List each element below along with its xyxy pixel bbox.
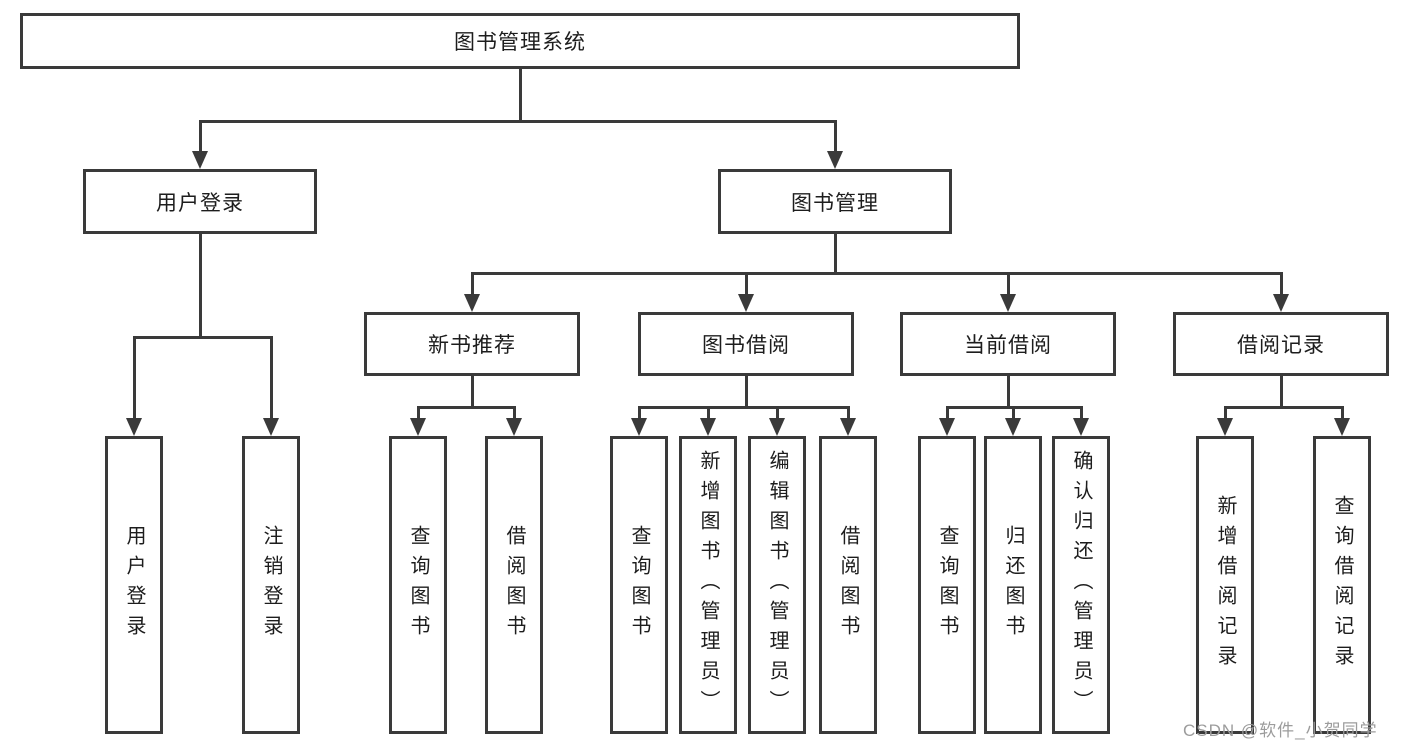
arrow-down-icon — [1073, 418, 1089, 436]
node-label: 确认归还（管理员） — [1070, 450, 1092, 720]
node-book-management: 图书管理 — [718, 169, 952, 234]
arrow-down-icon — [840, 418, 856, 436]
arrow-down-icon — [263, 418, 279, 436]
connector-line — [198, 120, 202, 153]
node-book-borrowing: 图书借阅 — [638, 312, 854, 376]
node-label: 编辑图书（管理员） — [766, 450, 788, 720]
leaf-query-books-current: 查询图书 — [918, 436, 976, 734]
connector-line — [518, 69, 522, 122]
leaf-query-books-recommend: 查询图书 — [389, 436, 447, 734]
leaf-logout: 注销登录 — [242, 436, 300, 734]
leaf-query-borrow-record: 查询借阅记录 — [1313, 436, 1371, 734]
node-user-login: 用户登录 — [83, 169, 317, 234]
connector-line — [470, 272, 474, 296]
arrow-down-icon — [1273, 294, 1289, 312]
arrow-down-icon — [464, 294, 480, 312]
connector-line — [637, 406, 641, 420]
arrow-down-icon — [1005, 418, 1021, 436]
connector-line — [744, 272, 748, 296]
node-label: 图书借阅 — [702, 334, 790, 357]
node-label: 借阅图书 — [503, 525, 525, 645]
leaf-borrow-books: 借阅图书 — [819, 436, 877, 734]
leaf-borrow-books-recommend: 借阅图书 — [485, 436, 543, 734]
connector-line — [637, 406, 850, 409]
node-label: 新增图书（管理员） — [697, 450, 719, 720]
node-label: 查询借阅记录 — [1331, 495, 1353, 675]
connector-line — [1279, 272, 1283, 296]
connector-line — [833, 120, 837, 153]
node-label: 用户登录 — [123, 525, 145, 645]
connector-line — [945, 406, 949, 420]
node-label: 新增借阅记录 — [1214, 495, 1236, 675]
leaf-confirm-return-admin: 确认归还（管理员） — [1052, 436, 1110, 734]
connector-line — [833, 234, 837, 274]
arrow-down-icon — [1000, 294, 1016, 312]
arrow-down-icon — [700, 418, 716, 436]
arrow-down-icon — [631, 418, 647, 436]
arrow-down-icon — [738, 294, 754, 312]
connector-line — [1223, 406, 1344, 409]
csdn-watermark: CSDN @软件_小贺同学 — [1183, 721, 1378, 740]
arrow-down-icon — [827, 151, 843, 169]
connector-line — [470, 376, 474, 408]
arrow-down-icon — [769, 418, 785, 436]
leaf-return-books: 归还图书 — [984, 436, 1042, 734]
connector-line — [132, 336, 136, 420]
node-label: 查询图书 — [628, 525, 650, 645]
node-new-book-recommendation: 新书推荐 — [364, 312, 580, 376]
node-library-system: 图书管理系统 — [20, 13, 1020, 69]
node-label: 图书管理系统 — [454, 31, 586, 54]
connector-line — [416, 406, 420, 420]
node-label: 注销登录 — [260, 525, 282, 645]
node-label: 当前借阅 — [964, 334, 1052, 357]
node-current-borrowing: 当前借阅 — [900, 312, 1116, 376]
arrow-down-icon — [1217, 418, 1233, 436]
connector-line — [132, 336, 273, 339]
leaf-add-books-admin: 新增图书（管理员） — [679, 436, 737, 734]
connector-line — [744, 376, 748, 408]
connector-line — [416, 406, 516, 409]
leaf-add-borrow-record: 新增借阅记录 — [1196, 436, 1254, 734]
leaf-user-login: 用户登录 — [105, 436, 163, 734]
connector-line — [706, 406, 710, 420]
node-label: 归还图书 — [1002, 525, 1024, 645]
arrow-down-icon — [410, 418, 426, 436]
connector-line — [198, 120, 837, 123]
connector-line — [198, 234, 202, 338]
node-label: 用户登录 — [156, 191, 244, 215]
leaf-query-books-borrow: 查询图书 — [610, 436, 668, 734]
node-label: 查询图书 — [936, 525, 958, 645]
connector-line — [269, 336, 273, 420]
connector-line — [1006, 376, 1010, 408]
arrow-down-icon — [192, 151, 208, 169]
arrow-down-icon — [126, 418, 142, 436]
connector-line — [1011, 406, 1015, 420]
connector-line — [512, 406, 516, 420]
node-borrowing-records: 借阅记录 — [1173, 312, 1389, 376]
node-label: 借阅图书 — [837, 525, 859, 645]
connector-line — [1279, 376, 1283, 408]
arrow-down-icon — [1334, 418, 1350, 436]
connector-line — [470, 272, 1283, 275]
leaf-edit-books-admin: 编辑图书（管理员） — [748, 436, 806, 734]
connector-line — [1006, 272, 1010, 296]
connector-line — [1079, 406, 1083, 420]
connector-line — [775, 406, 779, 420]
node-label: 借阅记录 — [1237, 334, 1325, 357]
connector-line — [846, 406, 850, 420]
node-label: 新书推荐 — [428, 334, 516, 357]
node-label: 查询图书 — [407, 525, 429, 645]
node-label: 图书管理 — [791, 191, 879, 215]
connector-line — [1223, 406, 1227, 420]
arrow-down-icon — [506, 418, 522, 436]
connector-line — [1340, 406, 1344, 420]
arrow-down-icon — [939, 418, 955, 436]
